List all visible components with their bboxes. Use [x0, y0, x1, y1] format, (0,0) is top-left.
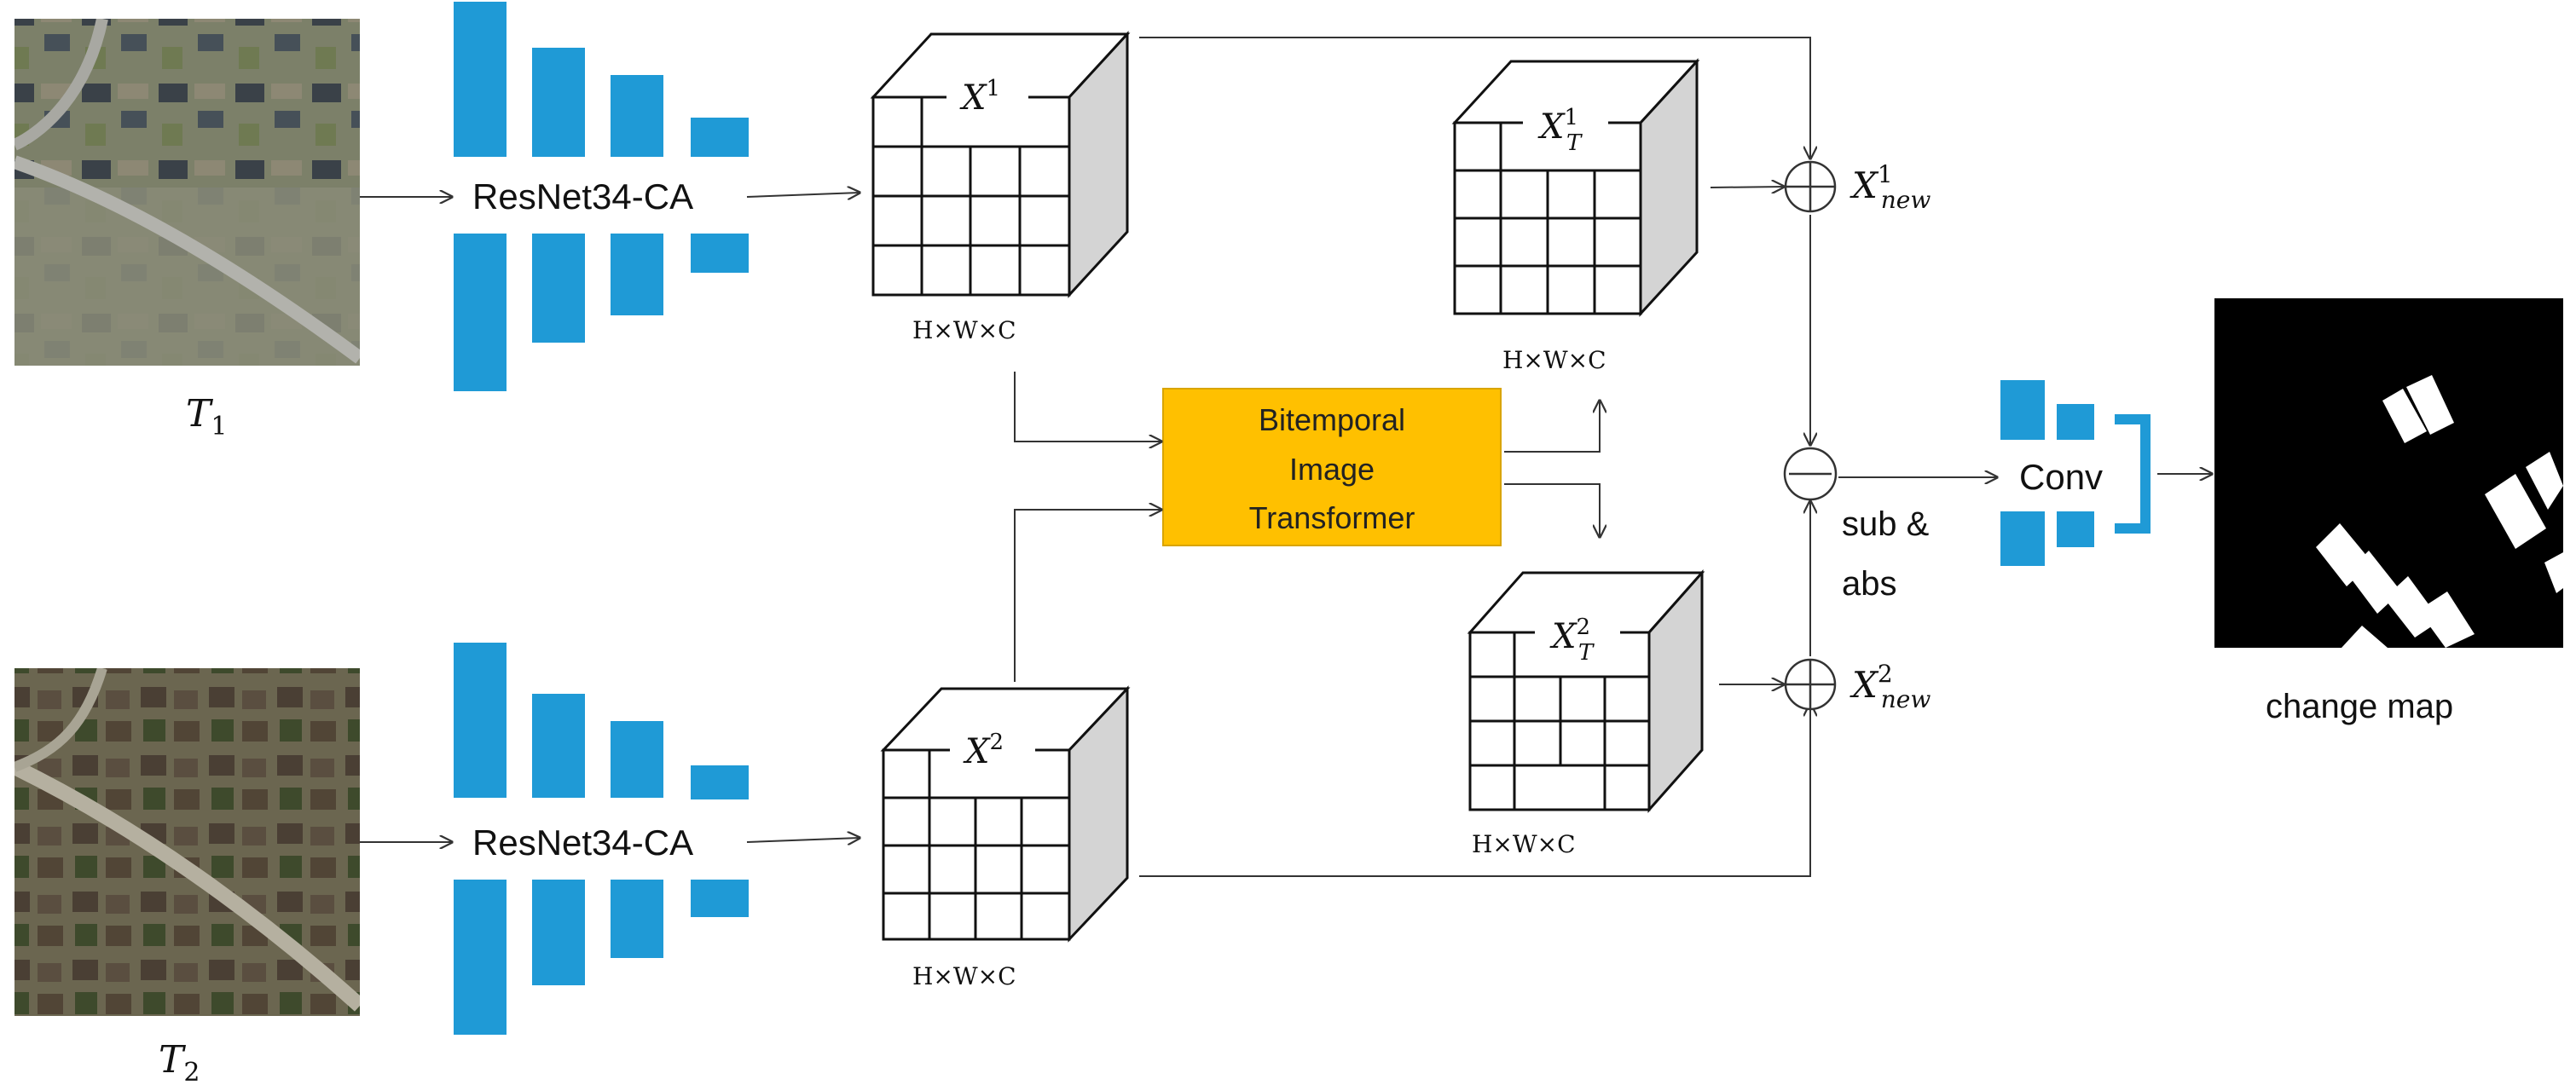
change-map-label: change map	[2266, 688, 2453, 725]
subtract-node	[1783, 447, 1838, 501]
t1-label: T1	[186, 392, 227, 442]
feature-cube-x1	[870, 31, 1131, 298]
t2-label: T2	[159, 1038, 200, 1085]
transformer-line-2: Image	[1289, 452, 1375, 487]
sub-abs-line-1: sub &	[1842, 505, 1930, 543]
x2-dims: H×W×C	[912, 962, 1016, 990]
encoder-bottom	[454, 643, 749, 1035]
add-node-top	[1784, 160, 1837, 213]
x2-label: X2	[963, 730, 1004, 771]
encoder-bottom-label: ResNet34-CA	[472, 822, 693, 863]
transformer-line-1: Bitemporal	[1259, 402, 1405, 437]
feature-cube-xt2	[1467, 569, 1705, 813]
input-image-t2	[14, 668, 360, 1016]
input-arrows	[360, 193, 860, 842]
conv-head	[2000, 380, 2151, 566]
encoder-top-label: ResNet34-CA	[472, 176, 693, 216]
transformer-line-3: Transformer	[1249, 500, 1415, 535]
xt1-dims: H×W×C	[1502, 346, 1606, 374]
change-map-image	[2214, 298, 2563, 648]
encoder-top	[454, 2, 749, 391]
feature-cube-xt1	[1451, 58, 1700, 317]
sub-abs-line-2: abs	[1842, 565, 1897, 603]
xt2-dims: H×W×C	[1472, 830, 1576, 858]
conv-label: Conv	[2019, 457, 2103, 497]
input-image-t1	[14, 19, 360, 366]
x1-label: X1	[959, 76, 1000, 118]
connection-arrows	[1014, 37, 2212, 877]
feature-cube-x2	[880, 685, 1131, 943]
bitemporal-image-transformer: Bitemporal Image Transformer	[1162, 388, 1502, 546]
add-node-bottom	[1784, 658, 1837, 711]
x1-dims: H×W×C	[912, 316, 1016, 344]
